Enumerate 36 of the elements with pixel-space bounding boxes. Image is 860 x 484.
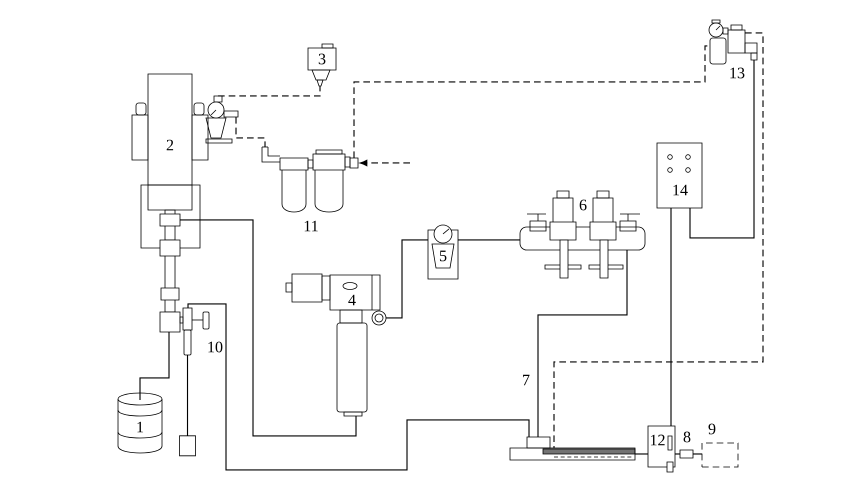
callout-number: 13: [730, 68, 744, 78]
pipe-line: [670, 208, 672, 426]
pipe-line: [635, 453, 648, 455]
pipe-line: [458, 239, 520, 241]
callout-number: 10: [208, 342, 222, 352]
dashed-line: [235, 117, 266, 147]
pipe-line: [693, 453, 702, 455]
valve-manifold: 6: [520, 190, 646, 278]
pipe-line: [675, 453, 680, 455]
pressure-gauge: 5: [428, 224, 458, 280]
pipe-line: [386, 239, 428, 319]
pipe-line: [689, 60, 755, 239]
dashed-line: [218, 86, 321, 97]
motor-pump: 4: [286, 274, 386, 416]
pipe-line: [186, 355, 188, 436]
node-label: 4: [348, 294, 356, 306]
drum: 1: [118, 392, 162, 454]
control-box: 12: [648, 426, 676, 472]
dashed-line: [553, 32, 764, 448]
pipe-line: [537, 250, 628, 437]
node-label: 6: [580, 200, 587, 210]
weight: [179, 435, 196, 456]
node-label: 1: [137, 422, 144, 432]
pipe-line: [187, 303, 530, 471]
pump: 2: [132, 74, 238, 248]
hose-bundle: [510, 436, 636, 460]
dashed-line: [353, 45, 710, 158]
pipe-line: [180, 219, 357, 437]
callout-number: 7: [523, 374, 530, 386]
arrow: [360, 160, 410, 166]
pipe-line: [139, 332, 170, 400]
control-box: 14: [656, 142, 702, 208]
callout-number: 8: [684, 432, 690, 442]
callout-number: 11: [304, 220, 318, 232]
callout-number: 9: [708, 424, 716, 434]
valve: 3: [308, 44, 336, 86]
